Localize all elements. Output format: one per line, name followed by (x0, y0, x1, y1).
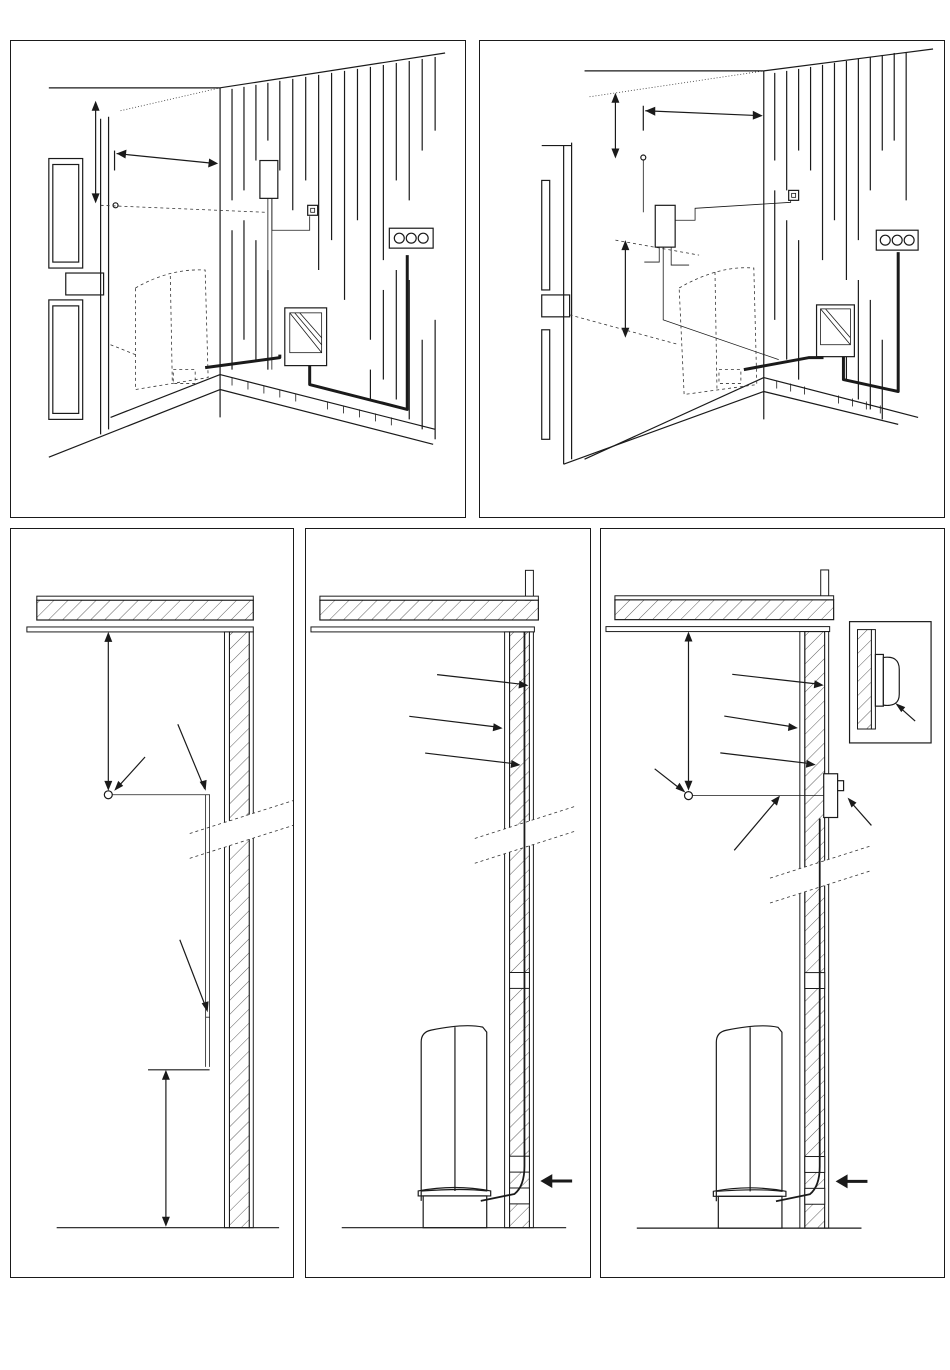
switch (789, 190, 799, 200)
temperature-sensor (104, 791, 112, 799)
pointer-layer-3 (425, 753, 516, 764)
dimension-vertical-bottom (621, 240, 629, 338)
cable-entry-arrow (540, 1174, 572, 1188)
switch (308, 205, 318, 215)
heater (713, 1026, 786, 1228)
dimension-horizontal (643, 106, 762, 131)
wall-socket (876, 230, 918, 250)
pointer-layer-2 (724, 716, 794, 727)
door (542, 143, 572, 465)
dimension-vertical (92, 101, 100, 204)
control-unit (824, 774, 844, 818)
pointer-layer-3 (720, 753, 811, 764)
dimension-sensor-height (685, 632, 693, 791)
pointer-conduit (180, 940, 207, 1010)
figure-wall-section-sensor (10, 528, 294, 1278)
room-perspective-a-drawing (11, 41, 465, 517)
dimension-vertical-top (611, 93, 619, 159)
pointer-cable (178, 724, 205, 789)
temperature-sensor (113, 203, 118, 208)
figure-room-perspective-a (10, 40, 466, 518)
temperature-sensor (685, 792, 693, 800)
wall-section-heater-control-drawing (601, 529, 944, 1277)
heater (111, 270, 209, 390)
wall-socket (389, 228, 433, 248)
cable-entry-arrow (836, 1174, 868, 1188)
power-unit (285, 308, 327, 366)
temperature-sensor (641, 155, 646, 160)
figure-room-perspective-b (479, 40, 945, 518)
control-unit (260, 161, 278, 199)
dimension-floor-height (162, 1070, 170, 1227)
door (49, 117, 109, 435)
heater (679, 268, 757, 395)
ceiling-section (606, 596, 834, 632)
wall-section-heater-drawing (306, 529, 590, 1277)
wall-section-sensor-drawing (11, 529, 293, 1277)
ceiling-section (311, 596, 538, 632)
heater (418, 1026, 490, 1228)
dimension-sensor-height (104, 632, 112, 791)
power-unit (817, 305, 855, 357)
figure-wall-section-heater (305, 528, 591, 1278)
ceiling-section (27, 596, 253, 632)
room-perspective-b-drawing (480, 41, 944, 517)
figure-wall-section-heater-control (600, 528, 945, 1278)
control-unit (655, 205, 675, 247)
pointer-layer-2 (409, 716, 498, 727)
dimension-horizontal (115, 150, 219, 171)
pointer-cable (734, 799, 778, 851)
inset-detail (850, 622, 932, 743)
